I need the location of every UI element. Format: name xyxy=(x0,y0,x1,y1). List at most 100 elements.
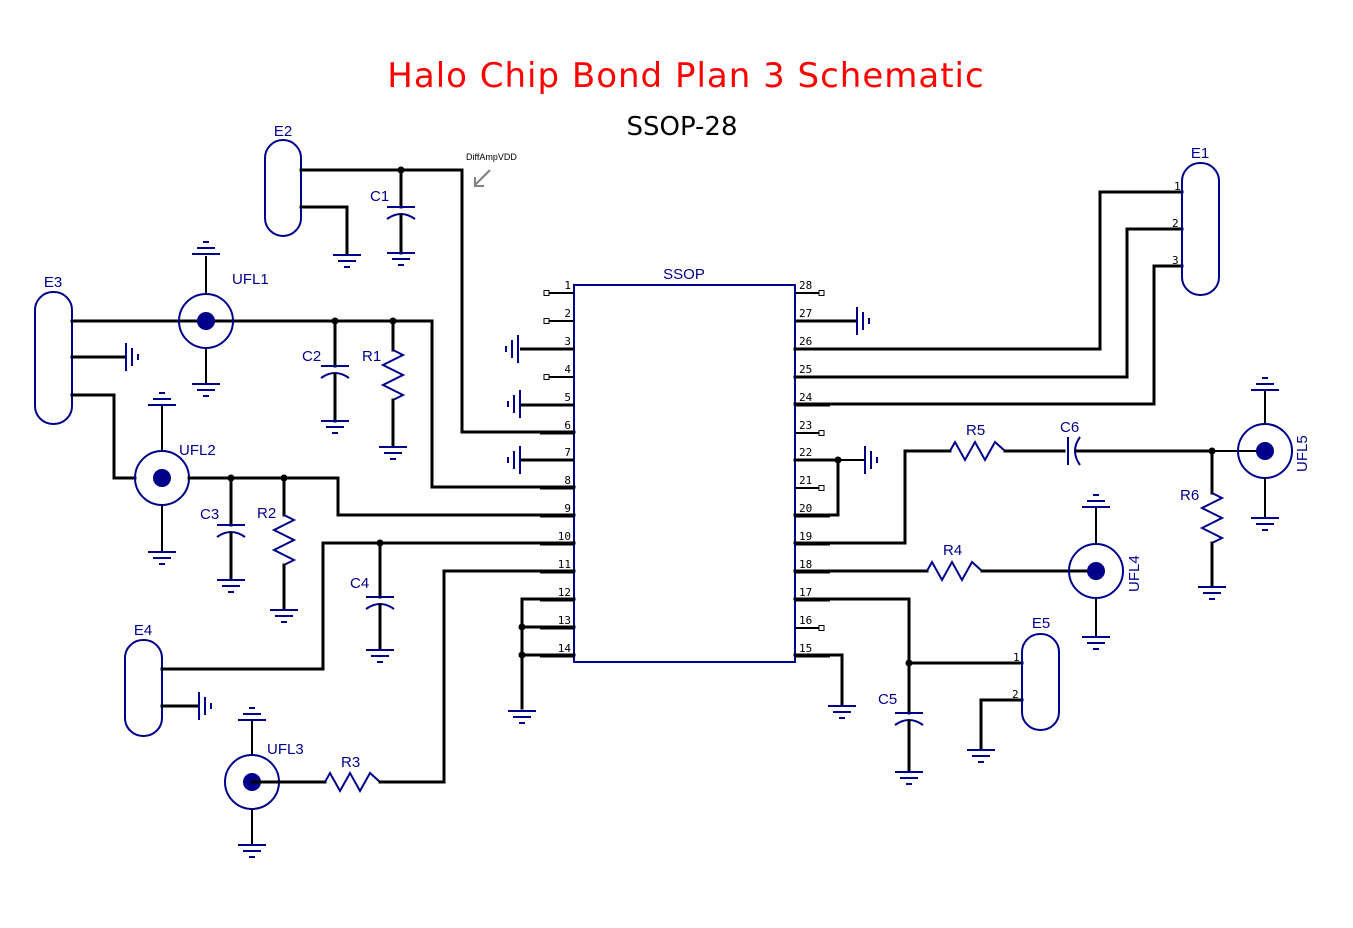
ufl2-label: UFL2 xyxy=(179,442,216,459)
chip-pin-number: 18 xyxy=(799,558,812,571)
junction-dot xyxy=(518,623,526,631)
resistor-r2 xyxy=(271,514,297,566)
ground-icon xyxy=(378,446,408,460)
e1-body xyxy=(1181,162,1220,296)
ground-icon xyxy=(198,691,212,721)
chip-pin-number: 13 xyxy=(558,614,571,627)
ground-icon xyxy=(507,389,521,419)
chip-pin-number: 17 xyxy=(799,586,812,599)
ground-icon xyxy=(1081,636,1111,650)
ground-icon xyxy=(332,254,362,268)
resistor-r3 xyxy=(324,770,381,794)
chip-pin-number: 7 xyxy=(564,446,571,459)
ground-icon xyxy=(191,383,221,397)
chip-pin-number: 21 xyxy=(799,474,812,487)
chip-pin-number: 27 xyxy=(799,307,812,320)
no-connect-icon xyxy=(543,290,550,296)
no-connect-icon xyxy=(543,374,550,380)
ground-icon xyxy=(894,771,924,785)
ufl4-label: UFL4 xyxy=(1126,555,1143,592)
wire-r3-pin11 xyxy=(378,569,576,784)
junction-dot xyxy=(518,651,526,659)
ground-icon xyxy=(191,241,221,255)
e4-body xyxy=(124,639,163,737)
no-connect-icon xyxy=(818,430,825,436)
c5-label: C5 xyxy=(878,691,897,708)
ground-icon xyxy=(507,710,537,724)
chip-pin-number: 12 xyxy=(558,586,571,599)
r3-label: R3 xyxy=(341,754,360,771)
ufl1-label: UFL1 xyxy=(232,271,269,288)
c1-label: C1 xyxy=(370,188,389,205)
c3-label: C3 xyxy=(200,506,219,523)
ground-icon xyxy=(147,392,177,406)
resistor-r1 xyxy=(380,349,406,401)
wire-pin22-pin20 xyxy=(793,458,840,517)
wire-ufl1-signal xyxy=(70,319,576,489)
chip-pin-number: 19 xyxy=(799,530,812,543)
r2-label: R2 xyxy=(257,505,276,522)
wire-e5-gnd xyxy=(979,698,1024,751)
chip-body xyxy=(573,284,796,663)
chip-pin-number: 11 xyxy=(558,558,571,571)
connector-e5: E5 1 2 xyxy=(1012,615,1060,731)
arrow-icon xyxy=(474,169,491,187)
wire-pin26-e1 xyxy=(793,190,1184,351)
connector-e4: E4 xyxy=(124,622,163,737)
chip-pin-number: 22 xyxy=(799,446,812,459)
ufl3-label: UFL3 xyxy=(267,741,304,758)
wire-pin15-gnd xyxy=(793,653,844,707)
ground-icon xyxy=(856,306,870,336)
wire-pin25-e1 xyxy=(793,227,1184,379)
r5-label: R5 xyxy=(966,422,985,439)
connector-e2: E2 xyxy=(264,123,302,237)
c6-label: C6 xyxy=(1060,419,1079,436)
ground-icon xyxy=(966,749,996,763)
chip-pin-number: 9 xyxy=(564,502,571,515)
ground-icon xyxy=(1081,494,1111,508)
wire-pin17 xyxy=(793,597,911,715)
chip-pin-number: 23 xyxy=(799,419,812,432)
net-label-diffampvdd: DiffAmpVDD xyxy=(466,152,517,162)
ground-icon xyxy=(386,252,416,266)
chip-pin-number: 15 xyxy=(799,642,812,655)
chip-ref-label: SSOP xyxy=(663,266,705,283)
schematic-title: Halo Chip Bond Plan 3 Schematic xyxy=(387,56,984,96)
e2-body xyxy=(264,139,302,237)
ground-icon xyxy=(237,707,267,721)
chip-pin-number: 10 xyxy=(558,530,571,543)
ground-icon xyxy=(269,609,299,623)
chip-pin-number: 3 xyxy=(564,335,571,348)
ssop-chip: SSOP xyxy=(573,266,796,663)
r4-label: R4 xyxy=(943,542,962,559)
ground-icon xyxy=(365,649,395,663)
chip-pin-number: 6 xyxy=(564,419,571,432)
wire-pin19-r5 xyxy=(793,449,952,545)
chip-pin-number: 24 xyxy=(799,391,813,404)
e1-pin-label: 1 xyxy=(1174,180,1181,193)
ground-icon xyxy=(1250,377,1280,391)
wire-e3-ufl2 xyxy=(70,393,137,480)
ufl5-label: UFL5 xyxy=(1294,435,1311,472)
no-connect-icon xyxy=(818,290,825,296)
e5-pin-label: 1 xyxy=(1013,651,1020,664)
ground-icon xyxy=(505,334,519,364)
e1-pin-label: 3 xyxy=(1172,254,1179,267)
e5-label: E5 xyxy=(1032,615,1050,632)
ground-icon xyxy=(507,445,521,475)
c2-label: C2 xyxy=(302,348,321,365)
ground-icon xyxy=(147,551,177,565)
chip-pin-number: 1 xyxy=(564,279,571,292)
e4-label: E4 xyxy=(134,622,152,639)
no-connect-icon xyxy=(543,318,550,324)
chip-pin-number: 4 xyxy=(564,363,571,376)
ground-icon xyxy=(864,445,878,475)
r1-label: R1 xyxy=(362,348,381,365)
e1-pin-label: 2 xyxy=(1172,217,1179,230)
e2-label: E2 xyxy=(274,123,292,140)
chip-pin-number: 5 xyxy=(564,391,571,404)
no-connect-icon xyxy=(818,485,825,491)
connector-e3: E3 xyxy=(34,274,73,425)
r6-label: R6 xyxy=(1180,487,1199,504)
